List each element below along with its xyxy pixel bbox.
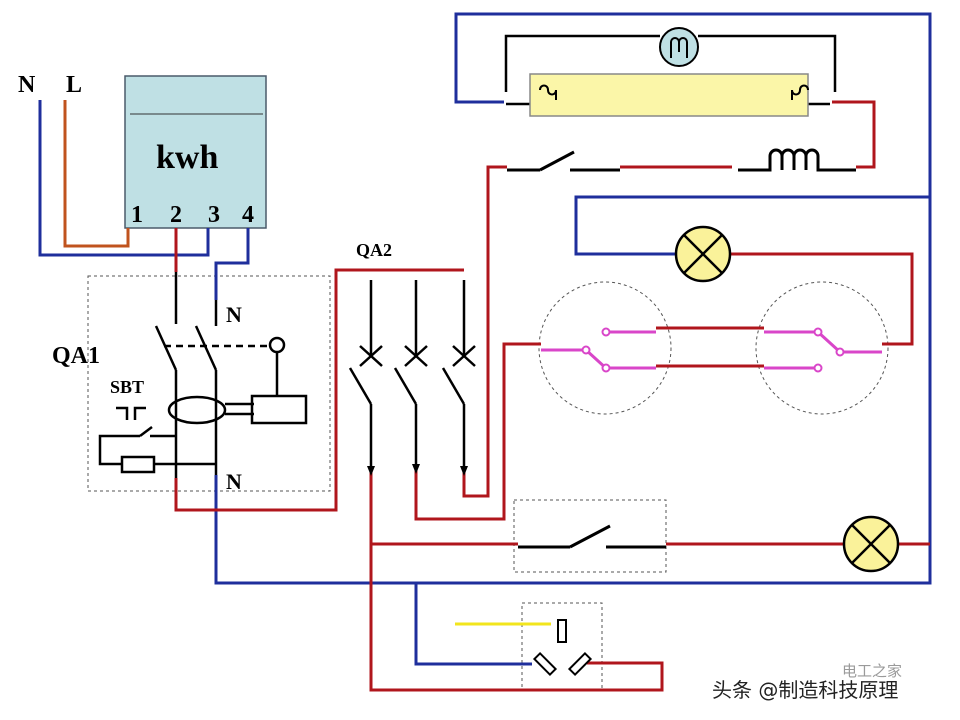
fluorescent-tube — [529, 73, 809, 117]
socket — [532, 619, 593, 677]
two-way-switch-right — [764, 327, 882, 373]
watermark-text: 头条 @制造科技原理 — [712, 678, 898, 702]
two-way-switch-right-circle — [755, 281, 889, 415]
meter-unit: kwh — [156, 139, 218, 176]
two-way-switch-left-circle — [538, 281, 672, 415]
lower-switch — [518, 524, 666, 549]
dashed-boxes — [87, 275, 889, 692]
meter-terminal-3: 3 — [208, 202, 220, 228]
watermark-faint: 电工之家 — [842, 662, 902, 680]
lamp-lower — [842, 515, 900, 573]
qa2-breakers — [348, 280, 476, 470]
neutral-wires — [38, 12, 932, 666]
meter-terminal-2: 2 — [170, 202, 182, 228]
lamp-upper — [674, 225, 732, 283]
switch-enclosure — [513, 499, 667, 573]
ballast — [738, 148, 856, 172]
tube-filament-right — [791, 84, 809, 100]
qa1-enclosure — [87, 275, 331, 492]
meter-feed-wire — [63, 100, 130, 248]
socket-enclosure — [521, 602, 603, 692]
qa2-arrows — [367, 464, 468, 476]
label-sbt: SBT — [110, 377, 144, 397]
label-qa1: QA1 — [52, 343, 100, 369]
label-live: L — [66, 72, 82, 98]
two-way-switch-left — [541, 327, 656, 373]
live-wires — [174, 100, 930, 692]
qa1-breaker — [98, 272, 308, 478]
starter — [659, 27, 699, 67]
tube-filament-left — [539, 84, 557, 100]
label-n-top: N — [226, 302, 242, 327]
label-n-bottom: N — [226, 469, 242, 494]
electricity-meter — [124, 75, 267, 229]
meter-terminal-1: 1 — [131, 202, 143, 228]
lamp-switch — [507, 150, 620, 172]
meter-terminal-4: 4 — [242, 202, 254, 228]
label-neutral: N — [18, 72, 36, 98]
label-qa2: QA2 — [356, 240, 392, 260]
